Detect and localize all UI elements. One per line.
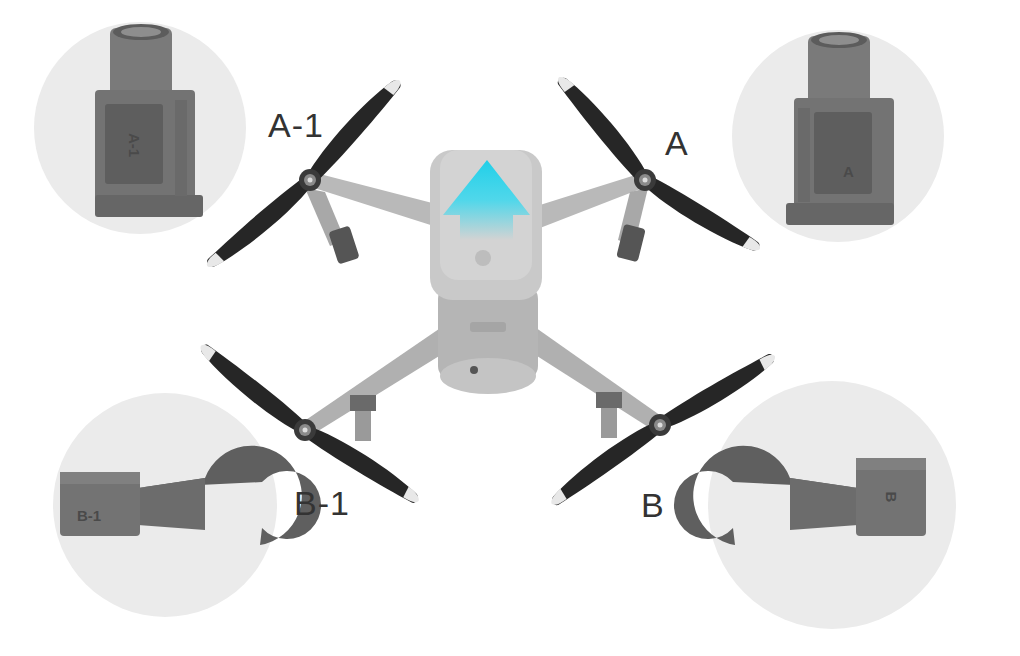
- label-holder: A-1: [268, 106, 324, 145]
- label-holder: A: [665, 124, 689, 163]
- label-holder: A-1: [125, 132, 143, 156]
- embossed-mark: A-1: [126, 132, 143, 156]
- detail-circle: [53, 393, 277, 617]
- part-label: B: [641, 486, 665, 525]
- leg-extension-part: [786, 32, 894, 225]
- propellers: [194, 71, 780, 510]
- part-label: B-1: [294, 484, 350, 523]
- embossed-mark: A: [843, 163, 854, 180]
- label-holder: B: [882, 491, 900, 502]
- label-holder: A: [843, 163, 854, 181]
- part-label: A: [665, 124, 689, 163]
- detail-circle: [732, 30, 944, 242]
- drone-body: [430, 150, 542, 394]
- label-holder: B-1: [77, 507, 101, 525]
- clamp-part: [60, 446, 321, 545]
- embossed-mark: B: [883, 491, 900, 502]
- part-label: A-1: [268, 106, 324, 145]
- forward-arrow: [443, 160, 530, 240]
- detail-circle: [34, 22, 246, 234]
- label-holder: B-1: [294, 484, 350, 523]
- leg-extension-part: [95, 24, 203, 217]
- label-holder: B: [641, 486, 665, 525]
- clamp-part: [674, 446, 926, 545]
- embossed-mark: B-1: [77, 507, 101, 524]
- detail-circle: [708, 381, 956, 629]
